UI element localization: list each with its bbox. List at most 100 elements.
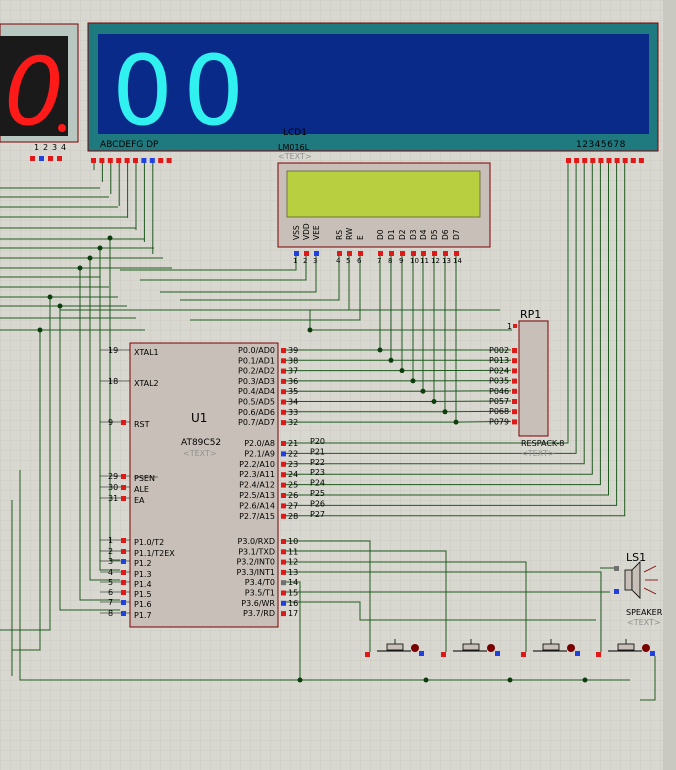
pin-square (281, 503, 286, 509)
mcu-pin-number: 5 (108, 578, 113, 587)
pin-square (107, 158, 113, 163)
pin-square (281, 441, 286, 446)
mcu-pin-name: PSEN (134, 474, 155, 483)
lcd-pins: VSS1VDD2VEE3RS4RW5E6D07D18D29D310D411D51… (292, 223, 462, 265)
rp-tap-label: P024 (489, 366, 509, 375)
rp-pin1: 1 (507, 322, 512, 331)
lcd-pin-label: D4 (419, 229, 428, 240)
junction-dot (297, 677, 303, 683)
wire (284, 550, 447, 652)
rp-tap-label: P079 (489, 417, 509, 426)
pin-square (121, 600, 126, 605)
lcd-ref: LCD1 (283, 128, 307, 138)
pin-square (582, 158, 588, 163)
mcu-pin-number: 24 (288, 470, 298, 479)
pin-square (281, 420, 286, 426)
mcu-pin-number: 15 (288, 589, 298, 598)
pin-square (281, 600, 286, 606)
mcu-pin-number: 33 (288, 408, 298, 417)
seg-dp-left (58, 124, 66, 132)
seg-display-right[interactable]: 00 ABCDEFG DP 12345678 (87, 22, 659, 163)
pin-square (421, 251, 426, 256)
junction-dot (107, 235, 113, 241)
pin-square (281, 461, 286, 467)
mcu-pin-name: P1.2 (134, 559, 152, 568)
seg-digit-left: 0 (4, 38, 64, 147)
speaker[interactable]: LS1 SPEAKER <TEXT> (614, 551, 663, 627)
pin-square (512, 368, 517, 374)
wire (284, 561, 527, 652)
push-button-3[interactable] (521, 639, 580, 657)
mcu-pin-name: P3.7/RD (243, 609, 275, 618)
mcu-pin-number: 39 (288, 346, 298, 355)
resistor-pack[interactable]: RP1 1 RESPACK-8 <TEXT> P002P013P024P035P… (489, 308, 564, 458)
pin-square (281, 493, 286, 498)
pin-square (314, 251, 319, 256)
pin-square (281, 472, 286, 478)
mcu-net-label: P27 (310, 510, 325, 519)
button-terminal (487, 644, 495, 652)
pin-square (411, 251, 416, 256)
pin-square (598, 158, 604, 163)
mcu-pin-name: P1.6 (134, 600, 152, 609)
junction-dot (97, 245, 103, 251)
mcu-pin-name: P3.0/RXD (238, 537, 275, 546)
mcu-pin-number: 6 (108, 588, 113, 597)
push-buttons[interactable] (365, 639, 655, 657)
pin-square (512, 348, 517, 353)
rp-text-tag: <TEXT> (521, 449, 555, 458)
mcu-pin-number: 25 (288, 481, 298, 490)
button-cap (542, 643, 560, 651)
lcd-module[interactable]: LCD1 LM016L <TEXT> VSS1VDD2VEE3RS4RW5E6D… (277, 128, 491, 265)
mcu-pin-name: P0.2/AD2 (238, 367, 275, 376)
pin-square (39, 156, 44, 161)
junction-dot (410, 378, 416, 384)
lcd-pin-number: 5 (346, 257, 350, 265)
wire (284, 163, 577, 454)
mcu-pin-number: 38 (288, 356, 298, 365)
mcu-pin-number: 35 (288, 387, 298, 396)
mcu-pin-number: 1 (108, 536, 113, 545)
wire (455, 420, 512, 423)
wire (99, 248, 120, 571)
mcu-pin-name: P1.0/T2 (134, 538, 164, 547)
mcu-pin-name: P0.0/AD0 (238, 346, 275, 355)
mcu-pin-name: XTAL1 (134, 348, 159, 357)
wire (284, 540, 371, 652)
push-button-1[interactable] (365, 639, 424, 657)
pin-square (116, 158, 122, 163)
lcd-pin-label: E (356, 235, 365, 240)
pin-square (389, 251, 394, 256)
lcd-pin-label: D5 (430, 229, 439, 240)
wire (0, 297, 51, 631)
wire (284, 163, 585, 465)
mcu-pin-name: P2.0/A8 (244, 439, 275, 448)
mcu-pin-name: P3.2/INT0 (236, 558, 275, 567)
lcd-pin-label: VSS (292, 225, 301, 240)
mcu-pin-number: 17 (288, 609, 298, 618)
lcd-pin-label: VEE (312, 225, 321, 240)
wire (284, 571, 602, 652)
pin-square (281, 368, 286, 374)
pin-square (566, 158, 571, 163)
pin-square (281, 399, 286, 405)
junction-dot (87, 255, 93, 261)
push-button-4[interactable] (596, 639, 655, 657)
mcu-net-label: P22 (310, 458, 325, 467)
mcu-pin-number: 4 (108, 568, 113, 577)
mcu-pin-name: P1.1/T2EX (134, 549, 175, 558)
pin-square (121, 580, 126, 585)
wire (640, 656, 656, 701)
speaker-ref: LS1 (626, 551, 646, 564)
junction-dot (37, 327, 43, 333)
pin-square (512, 358, 517, 364)
pin-square (281, 409, 286, 415)
canvas-right-margin (663, 0, 676, 770)
mcu-pin-number: 21 (288, 439, 298, 448)
pin-square (141, 158, 147, 163)
pin-square (121, 538, 126, 543)
push-button-2[interactable] (441, 639, 500, 657)
